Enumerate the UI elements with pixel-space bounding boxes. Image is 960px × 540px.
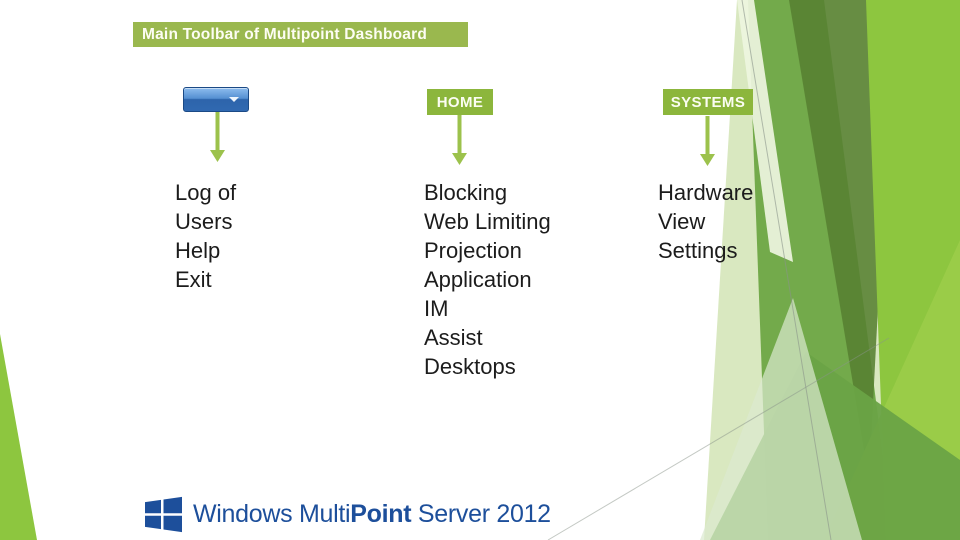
menu-item: Settings [658, 238, 738, 263]
brand-bold: Point [350, 500, 412, 528]
menu-item: Assist [424, 325, 483, 350]
menu-item: Application [424, 267, 532, 292]
menu-item: Hardware [658, 180, 754, 205]
menu-item: Web Limiting [424, 209, 551, 234]
menu-item: Users [175, 209, 233, 234]
flow-arrow-down-icon [452, 115, 467, 165]
systems-tab-text: SYSTEMS [670, 93, 746, 111]
menu-item: Projection [424, 238, 522, 263]
menu-item: Log of [175, 180, 237, 205]
dropdown-caret-icon [229, 97, 239, 102]
toolbar-dropdown-button[interactable] [183, 87, 249, 112]
brand-suffix: Server 2012 [411, 500, 551, 528]
windows-flag-icon [145, 496, 182, 533]
menu-item: Exit [175, 267, 212, 292]
menu-item: Blocking [424, 180, 508, 205]
systems-menu-list: Hardware View Settings [658, 178, 753, 265]
systems-tab-label: SYSTEMS [663, 89, 753, 115]
windows-multipoint-logo-text: Windows MultiPoint Server 2012 [193, 500, 551, 529]
menu-item: Desktops [424, 354, 516, 379]
menu-item: IM [424, 296, 449, 321]
flow-arrow-down-icon [700, 116, 715, 166]
slide-title: Main Toolbar of Multipoint Dashboard [142, 25, 428, 43]
home-tab-text: HOME [436, 93, 484, 111]
home-tab-label: HOME [427, 89, 493, 115]
dropdown-menu-list: Log of Users Help Exit [175, 178, 236, 294]
windows-multipoint-logo: Windows MultiPoint Server 2012 [145, 496, 551, 533]
menu-item: Help [175, 238, 221, 263]
slide-title-banner: Main Toolbar of Multipoint Dashboard [133, 22, 468, 47]
flow-arrow-down-icon [210, 112, 225, 162]
brand-prefix: Windows Multi [193, 500, 351, 528]
home-menu-list: Blocking Web Limiting Projection Applica… [424, 178, 551, 381]
menu-item: View [658, 209, 706, 234]
